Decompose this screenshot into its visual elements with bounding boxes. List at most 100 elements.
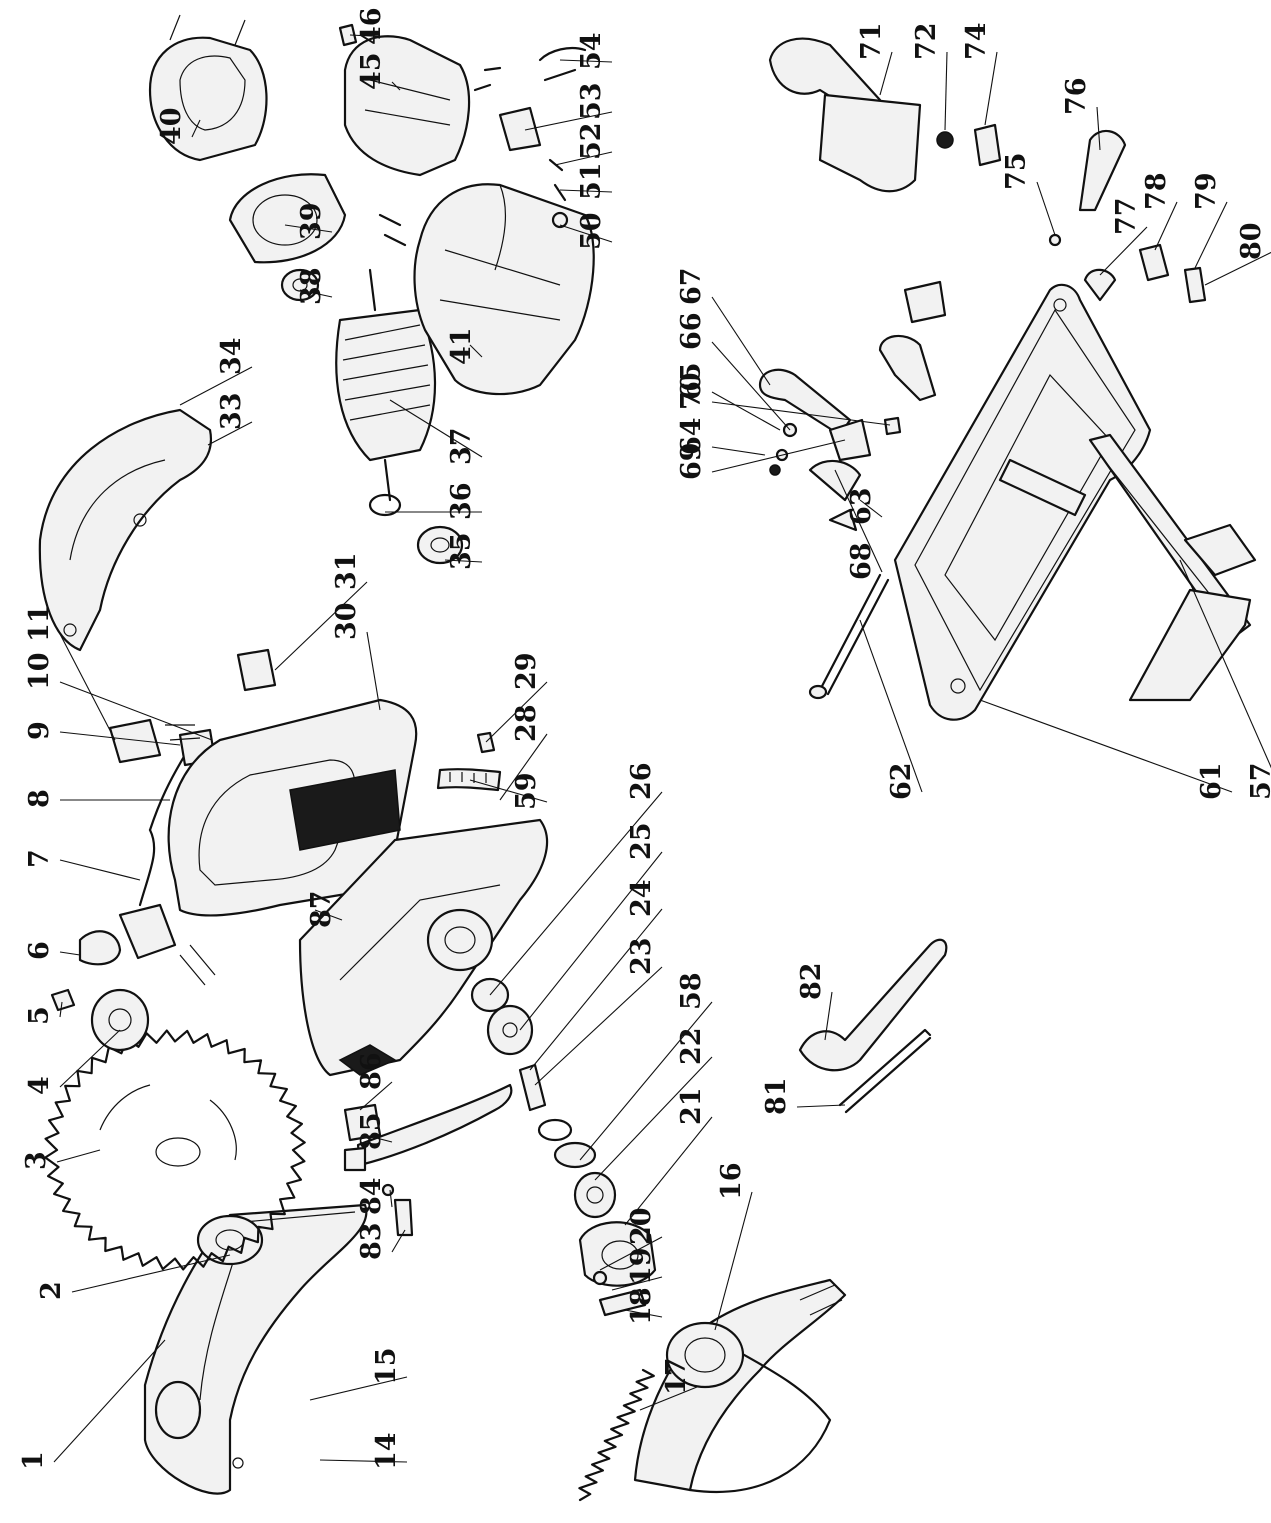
- leader-line-33: [207, 421, 253, 446]
- leader-lines: [53, 34, 1271, 1463]
- part-label-52: 52: [576, 122, 607, 160]
- brush-holders: [473, 46, 587, 229]
- leader-line-81: [796, 1104, 846, 1108]
- leader-line-62: [859, 619, 923, 793]
- part-label-58: 58: [676, 972, 707, 1010]
- part-label-46: 46: [356, 7, 387, 45]
- leader-line-45: [391, 81, 401, 91]
- angle-scale: [436, 731, 502, 792]
- part-label-21: 21: [676, 1087, 707, 1125]
- motor-housing: [378, 183, 595, 396]
- part-label-68: 68: [846, 542, 877, 580]
- part-label-75: 75: [1001, 152, 1032, 190]
- leader-line-1: [53, 1339, 166, 1463]
- leader-line-52: [554, 151, 613, 166]
- leader-line-21: [624, 1116, 713, 1226]
- part-label-70: 70: [676, 372, 707, 410]
- leader-line-79: [1194, 201, 1228, 269]
- leader-line-30: [366, 631, 381, 711]
- leader-line-28: [499, 733, 548, 801]
- leader-line-85: [364, 1134, 393, 1143]
- leader-line-29: [485, 681, 548, 743]
- part-label-7: 7: [24, 849, 55, 868]
- part-label-72: 72: [911, 22, 942, 60]
- part-label-85: 85: [356, 1112, 387, 1150]
- leader-line-16: [714, 1191, 753, 1331]
- leader-line-66: [711, 341, 791, 431]
- leader-line-70: [711, 401, 891, 426]
- part-label-5: 5: [24, 1006, 55, 1025]
- leader-line-83: [391, 1229, 406, 1253]
- part-label-23: 23: [626, 937, 657, 975]
- part-label-51: 51: [576, 162, 607, 200]
- part-label-54: 54: [576, 32, 607, 70]
- part-label-8: 8: [24, 789, 55, 808]
- leader-line-4: [59, 1029, 121, 1088]
- part-label-19: 19: [626, 1247, 657, 1285]
- switch-assembly: [108, 648, 277, 767]
- part-label-79: 79: [1191, 172, 1222, 210]
- part-label-29: 29: [511, 652, 542, 690]
- part-label-84: 84: [356, 1177, 387, 1215]
- part-label-59: 59: [511, 772, 542, 810]
- part-label-28: 28: [511, 704, 542, 742]
- part-label-81: 81: [761, 1077, 792, 1115]
- leader-line-69: [711, 439, 846, 473]
- leader-line-82: [824, 991, 833, 1041]
- part-label-16: 16: [716, 1162, 747, 1200]
- spindle-group: [470, 977, 617, 1219]
- leader-line-80: [1204, 251, 1271, 286]
- leader-line-19: [611, 1276, 663, 1291]
- leader-line-54: [559, 59, 613, 63]
- leader-line-84: [389, 1189, 393, 1208]
- leader-line-2: [71, 1254, 231, 1293]
- part-label-24: 24: [626, 879, 657, 917]
- part-label-1: 1: [18, 1451, 49, 1470]
- leader-line-34: [179, 366, 253, 406]
- front-handle: [38, 408, 213, 652]
- leader-line-7: [59, 859, 141, 881]
- leader-line-37: [389, 399, 483, 458]
- part-label-62: 62: [886, 762, 917, 800]
- part-label-53: 53: [576, 82, 607, 120]
- part-label-3: 3: [21, 1151, 52, 1170]
- part-label-25: 25: [626, 822, 657, 860]
- leader-line-22: [594, 1056, 713, 1181]
- leader-line-14: [319, 1459, 408, 1463]
- leader-line-38: [299, 289, 333, 298]
- part-label-11: 11: [24, 604, 55, 642]
- part-label-45: 45: [356, 52, 387, 90]
- part-label-86: 86: [356, 1052, 387, 1090]
- part-label-10: 10: [24, 652, 55, 690]
- leader-line-59: [469, 779, 548, 803]
- parallel-guide: [1088, 433, 1257, 702]
- leader-line-25: [519, 851, 663, 1031]
- part-label-82: 82: [796, 962, 827, 1000]
- part-label-83: 83: [356, 1222, 387, 1260]
- leader-line-17: [639, 1386, 698, 1411]
- part-label-37: 37: [446, 427, 477, 465]
- part-label-35: 35: [446, 532, 477, 570]
- bearing-plate: [228, 173, 347, 264]
- leader-line-6: [59, 951, 81, 956]
- leader-line-11: [59, 633, 116, 741]
- leader-line-87: [314, 909, 343, 921]
- leader-line-39: [284, 224, 333, 233]
- part-label-6: 6: [24, 941, 55, 960]
- leader-line-15: [309, 1376, 408, 1401]
- leader-line-76: [1096, 106, 1101, 151]
- part-label-22: 22: [676, 1027, 707, 1065]
- part-label-69: 69: [676, 442, 707, 480]
- gear-housing: [298, 818, 549, 1077]
- part-label-40: 40: [156, 107, 187, 145]
- part-label-65: 65: [676, 362, 707, 400]
- part-label-78: 78: [1141, 172, 1172, 210]
- upper-blade-guard: [143, 1203, 368, 1495]
- leader-line-61: [979, 699, 1233, 793]
- part-label-38: 38: [296, 267, 327, 305]
- part-label-66: 66: [676, 312, 707, 350]
- part-label-4: 4: [24, 1076, 55, 1095]
- part-label-74: 74: [961, 22, 992, 60]
